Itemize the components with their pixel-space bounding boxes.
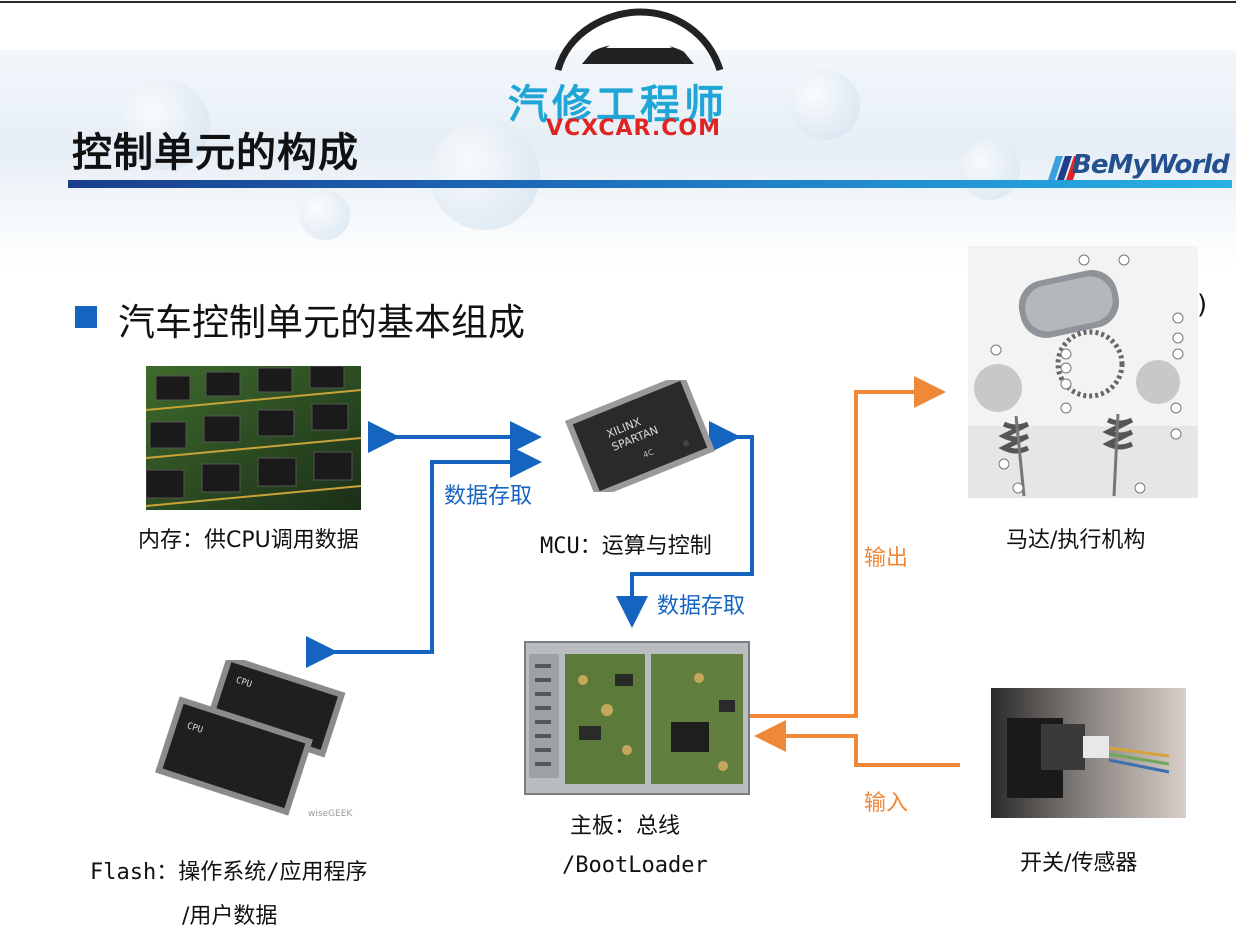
stray-glyph: ) [1197,290,1208,320]
memory-image [146,366,361,510]
brand-logo-text: BeMyWorld [1072,150,1230,180]
memory-mcu-edge-label: 数据存取 [444,484,533,509]
output-edge-label: 输出 [864,546,909,571]
input-arrow [754,720,960,767]
memory-label: 内存：供CPU调用数据 [138,528,359,553]
mcu-chip-image: XILINX SPARTAN 4C [560,380,720,492]
flash-watermark: wiseGEEK [308,809,353,819]
flash-label-line1: Flash：操作系统/应用程序 [90,854,367,886]
sensor-label: 开关/传感器 [1020,851,1138,876]
output-arrow [750,376,946,718]
flash-chip-image: CPU CPU wiseGEEK [148,660,358,820]
mainboard-label-line1: 主板：总线 [570,814,681,839]
flash-mcu-arrow [306,446,542,668]
title-underline-bar [68,180,1232,188]
logo-english-text: VCXCAR.COM [546,116,721,141]
flash-label-line2: /用户数据 [182,904,278,929]
mainboard-label-line2: /BootLoader [562,853,708,878]
actuator-label: 马达/执行机构 [1006,528,1146,553]
section-heading: 汽车控制单元的基本组成 [118,301,525,344]
flash-label-line1-text: Flash：操作系统/应用程序 [90,860,368,885]
page-title: 控制单元的构成 [72,130,359,176]
input-edge-label: 输入 [864,791,909,816]
mcu-chip-text-grade: 4C [642,447,656,459]
mcu-board-edge-label: 数据存取 [657,594,746,619]
sensor-image [991,688,1186,818]
mainboard-label-line2-text: /BootLoader [562,853,708,878]
bullet-square-icon [75,306,97,328]
bmw-m-stripes-icon [1048,156,1081,180]
top-border-line [0,1,1236,3]
header-background [0,50,1236,270]
mcu-label-text: MCU：运算与控制 [540,534,712,559]
flash-chip-text-bottom: CPU [185,721,204,736]
mainboard-image [523,630,751,802]
mcu-label: MCU：运算与控制 [540,528,712,560]
mcu-board-arrow [616,421,754,628]
actuator-image [968,246,1198,498]
flash-chip-text-top: CPU [234,676,253,691]
car-silhouette-icon [554,8,724,72]
logo-chinese-text: 汽修工程师 [508,82,728,128]
